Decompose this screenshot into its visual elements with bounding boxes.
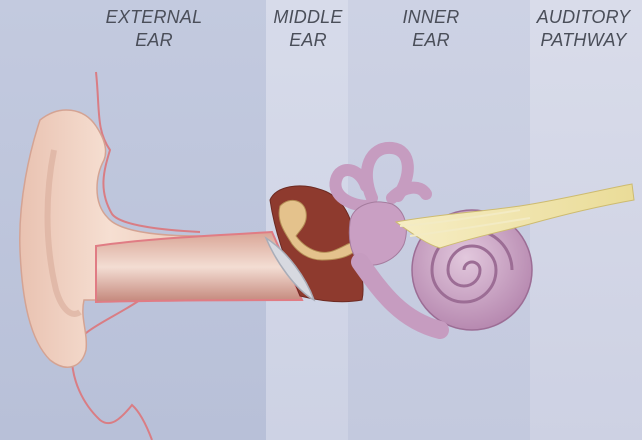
label-auditory-pathway: AUDITORY PATHWAY <box>525 6 642 52</box>
label-external-ear-line1: EXTERNAL <box>105 7 203 27</box>
ear-canal <box>95 230 304 304</box>
vestibule <box>348 201 407 266</box>
label-inner-ear-line2: EAR <box>412 30 450 50</box>
semicircular-canals <box>329 141 432 212</box>
eardrum <box>264 236 316 302</box>
label-auditory-pathway-line2: PATHWAY <box>540 30 627 50</box>
label-middle-ear: MIDDLE EAR <box>256 6 360 52</box>
label-middle-ear-line1: MIDDLE <box>273 7 343 27</box>
ossicles <box>278 199 358 261</box>
cochlea-base <box>351 253 449 339</box>
label-inner-ear-line1: INNER <box>402 7 460 27</box>
label-auditory-pathway-line1: AUDITORY <box>536 7 631 27</box>
label-external-ear: EXTERNAL EAR <box>84 6 224 52</box>
label-external-ear-line2: EAR <box>135 30 173 50</box>
skin-contour-line <box>70 71 201 440</box>
label-inner-ear: INNER EAR <box>376 6 486 52</box>
pinna-fold <box>44 149 82 317</box>
auditory-nerve <box>394 183 635 249</box>
label-middle-ear-line2: EAR <box>289 30 327 50</box>
nerve-fibers <box>399 209 531 237</box>
auditory-pathway-band <box>530 0 642 440</box>
